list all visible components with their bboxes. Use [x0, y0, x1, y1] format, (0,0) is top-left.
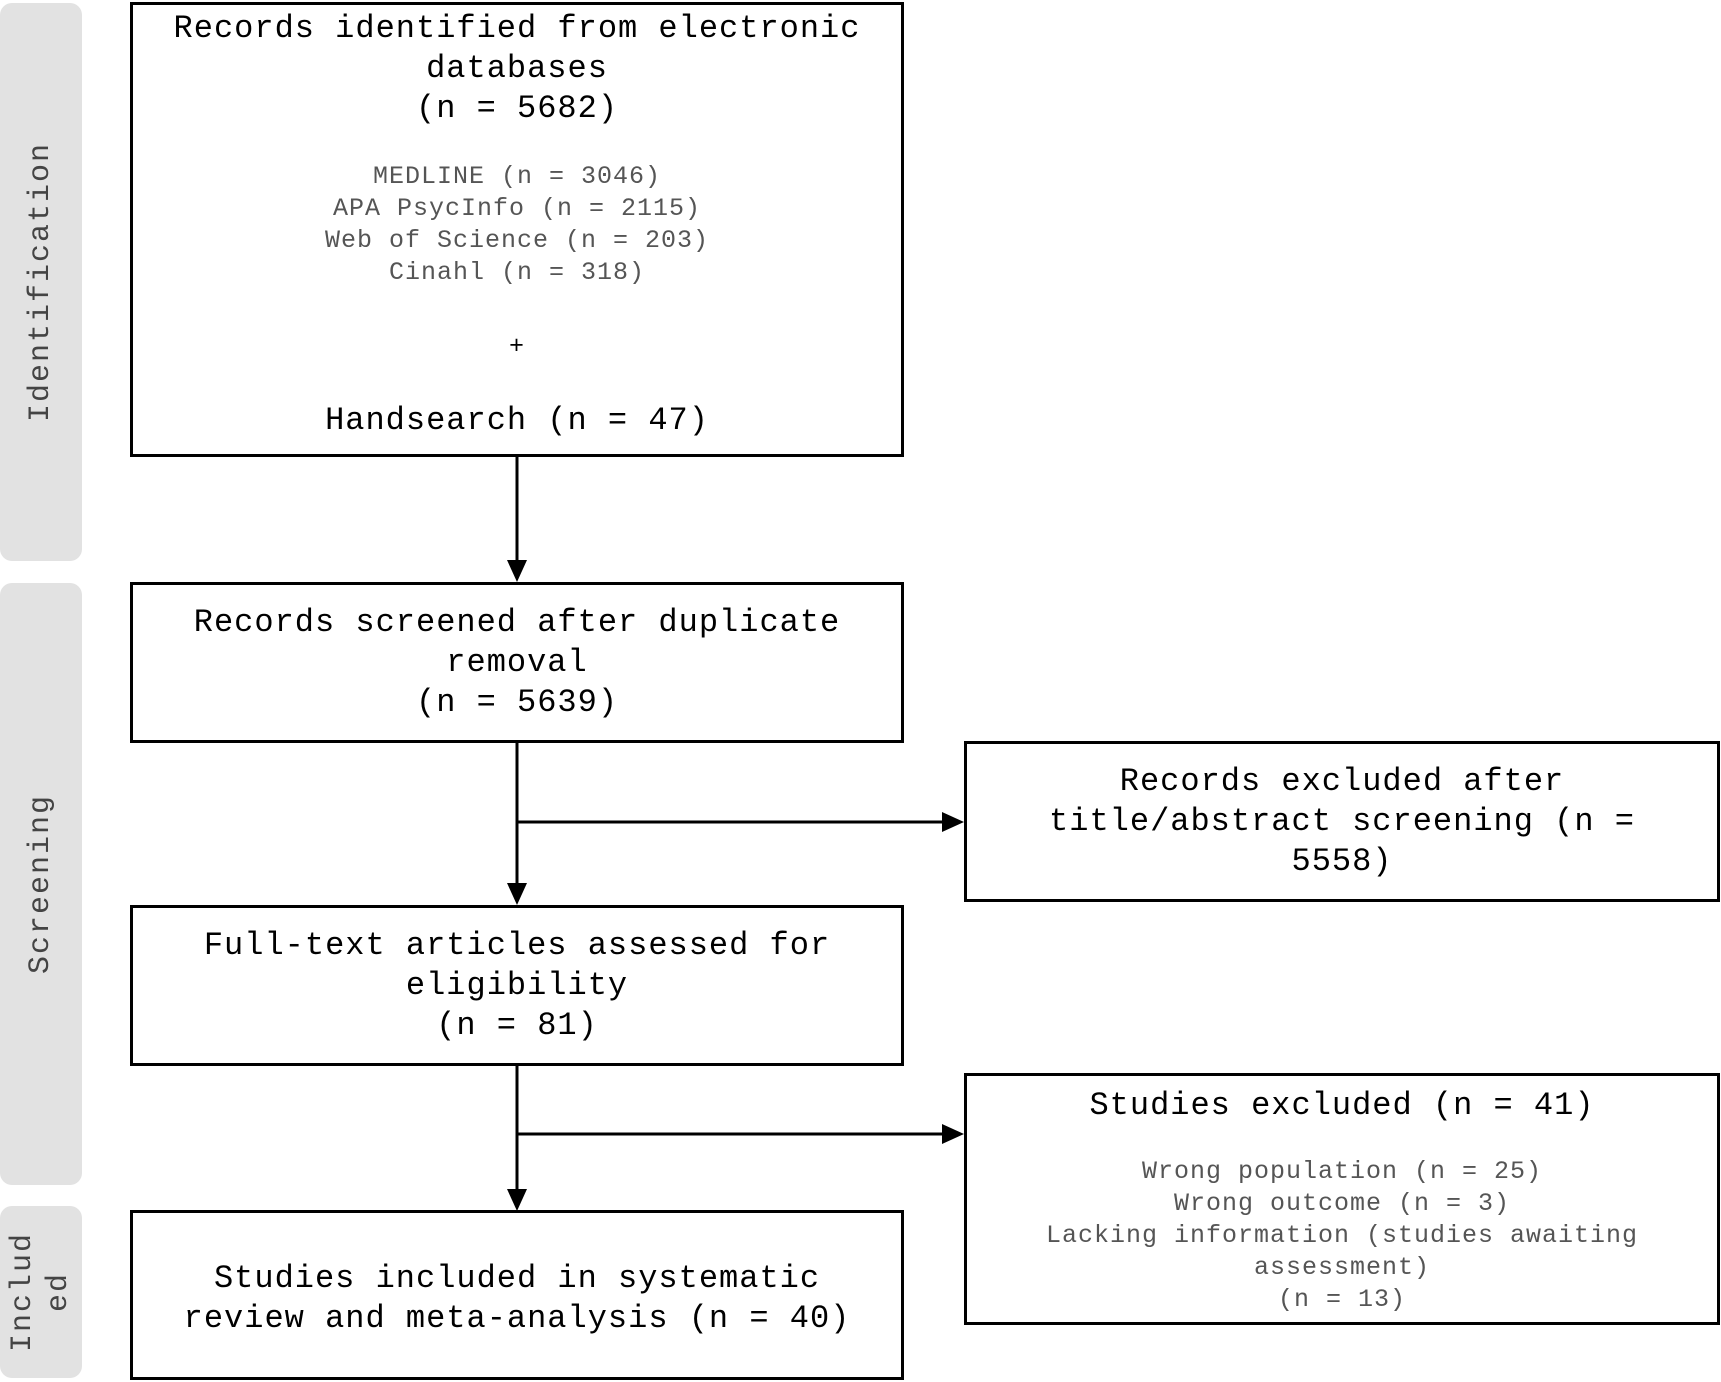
box-records-identified: Records identified from electronic datab…	[130, 2, 904, 457]
arrowhead-included	[507, 1189, 527, 1211]
studies-excluded-title: Studies excluded (n = 41)	[1089, 1087, 1595, 1124]
plus-sign: +	[508, 332, 525, 361]
phase-bar-identification: Identification	[0, 3, 82, 561]
box-studies-excluded: Studies excluded (n = 41) Wrong populati…	[964, 1073, 1720, 1325]
reason-wrong-population: Wrong population (n = 25)	[1141, 1157, 1543, 1186]
included-line1: Studies included in systematic	[213, 1260, 821, 1297]
screened-count: (n = 5639)	[415, 684, 619, 721]
phase-bar-included: Includ ed	[0, 1206, 82, 1378]
included-line2: review and meta-analysis (n = 40)	[183, 1300, 851, 1337]
fulltext-count: (n = 81)	[436, 1007, 598, 1044]
reason-lacking-information: Lacking information (studies awaiting	[1045, 1221, 1639, 1250]
arrowhead-records-excluded	[942, 812, 964, 832]
box-records-excluded: Records excluded after title/abstract sc…	[964, 741, 1720, 902]
box-records-screened: Records screened after duplicate removal…	[130, 582, 904, 743]
identified-title-line2: databases	[426, 50, 608, 87]
fulltext-line2: eligibility	[405, 967, 629, 1004]
source-psycinfo: APA PsycInfo (n = 2115)	[332, 194, 702, 223]
box-studies-included: Studies included in systematic review an…	[130, 1210, 904, 1380]
identified-title-line1: Records identified from electronic	[173, 10, 861, 47]
phase-bar-screening: Screening	[0, 583, 82, 1185]
source-cinahl: Cinahl (n = 318)	[388, 258, 646, 287]
reason-wrong-outcome: Wrong outcome (n = 3)	[1173, 1189, 1511, 1218]
box-fulltext-assessed: Full-text articles assessed for eligibil…	[130, 905, 904, 1066]
handsearch-count: Handsearch (n = 47)	[325, 402, 709, 439]
arrowhead-screened	[507, 560, 527, 582]
fulltext-line1: Full-text articles assessed for	[203, 927, 831, 964]
records-excluded-line2: title/abstract screening (n =	[1049, 803, 1635, 840]
reason-lacking-information-cont: assessment)	[1253, 1253, 1431, 1282]
arrowhead-fulltext	[507, 883, 527, 905]
screened-line1: Records screened after duplicate	[193, 604, 841, 641]
source-medline: MEDLINE (n = 3046)	[372, 162, 662, 191]
records-excluded-line1: Records excluded after	[1119, 763, 1565, 800]
reason-lacking-information-count: (n = 13)	[1277, 1285, 1407, 1314]
records-excluded-line3: 5558)	[1291, 843, 1393, 880]
source-web-of-science: Web of Science (n = 203)	[324, 226, 710, 255]
screened-line2: removal	[446, 644, 588, 681]
identified-count: (n = 5682)	[415, 90, 619, 127]
arrowhead-studies-excluded	[942, 1124, 964, 1144]
